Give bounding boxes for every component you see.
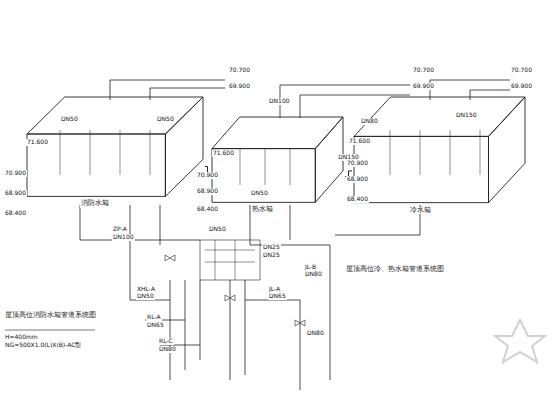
annotation: 71.600 [26, 139, 49, 146]
annotation: NG=500X1.0(L)X(B)-AC型 [4, 342, 82, 349]
water-tank: 冷水箱 [352, 95, 527, 233]
annotation: DN100 [268, 98, 291, 105]
drawing-title: 屋顶高位冷、热水箱管道系统图 [345, 266, 445, 274]
annotation: DN80 [360, 118, 379, 125]
annotation: JL-B [304, 264, 317, 271]
annotation: DN100 [112, 234, 135, 241]
annotation: 68.400 [4, 210, 27, 217]
annotation: DN25 [262, 252, 281, 259]
annotation: 68.900 [4, 190, 27, 197]
annotation: DN65 [268, 293, 287, 300]
annotation: 69.900 [228, 83, 251, 90]
annotation: DN50 [60, 116, 79, 123]
annotation: 68.900 [346, 176, 369, 183]
annotation: 68.400 [196, 206, 219, 213]
annotation: 70.700 [228, 67, 251, 74]
annotation: 70.700 [510, 67, 533, 74]
tank-outline [25, 95, 205, 225]
annotation: 70.900 [4, 170, 27, 177]
annotation: DN50 [136, 293, 155, 300]
annotation: ZP-A [112, 226, 128, 233]
annotation: DN150 [455, 112, 478, 119]
annotation: RL-A [146, 314, 162, 321]
annotation: DN80 [304, 271, 323, 278]
water-tank: 消防水箱 [25, 95, 205, 225]
drawing-title: 屋顶高位消防水箱管道系统图 [4, 312, 97, 320]
annotation: 69.900 [510, 83, 533, 90]
annotation: 70.900 [346, 160, 369, 167]
tank-name: 热水箱 [251, 206, 274, 214]
annotation: 71.600 [212, 150, 235, 157]
annotation: 69.900 [412, 83, 435, 90]
annotation: 68.900 [196, 188, 219, 195]
annotation: 70.700 [412, 67, 435, 74]
annotation: JL-A [268, 286, 281, 293]
annotation: 70.900 [196, 172, 219, 179]
tank-outline [352, 95, 527, 233]
water-tank: 热水箱 [210, 115, 345, 227]
annotation: DN80 [306, 330, 325, 337]
annotation: DN50 [156, 116, 175, 123]
tank-name: 消防水箱 [80, 200, 110, 208]
tank-name: 冷水箱 [409, 207, 432, 215]
annotation: H=400mm [4, 334, 39, 341]
tank-outline [210, 115, 345, 227]
annotation: 68.400 [346, 196, 369, 203]
annotation: DN80 [158, 346, 177, 353]
annotation: DN25 [262, 244, 281, 251]
annotation: DN50 [208, 226, 227, 233]
annotation: XHL-A [136, 286, 156, 293]
annotation: DN50 [250, 190, 269, 197]
annotation: 71.600 [348, 138, 371, 145]
annotation: RL-C [158, 338, 174, 345]
annotation: DN65 [146, 322, 165, 329]
